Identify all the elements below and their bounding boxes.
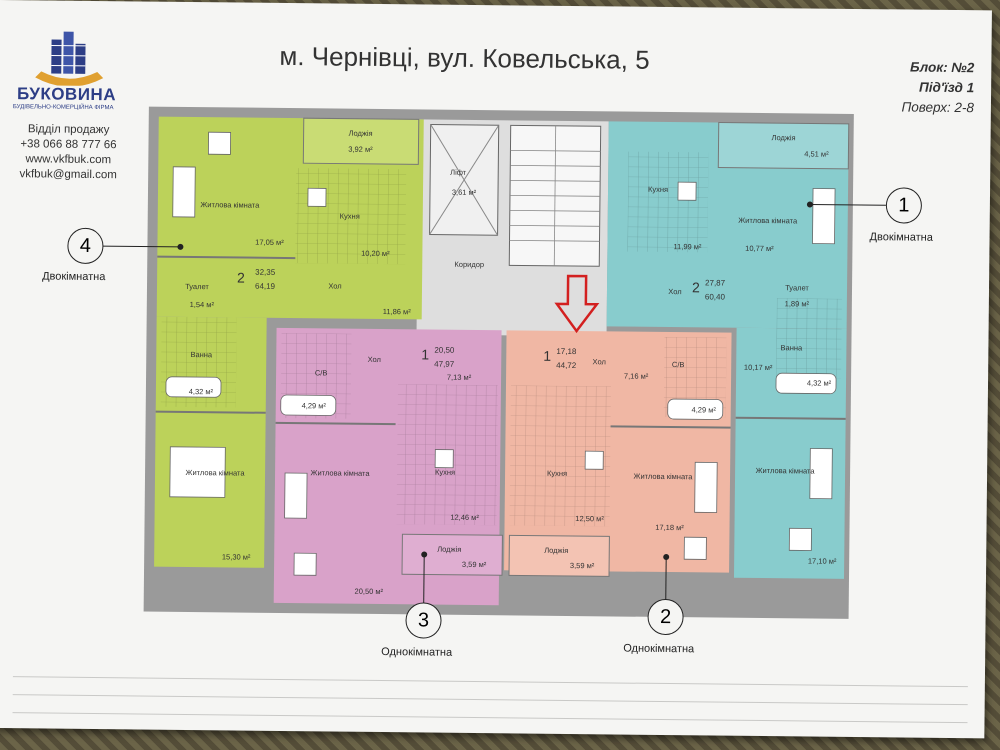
apt2-living-label: Житлова кімната [634,472,694,482]
apt2-hall-area: 7,16 м² [624,372,649,381]
apt1-living2-area: 17,10 м² [808,556,837,565]
apt3-wc-label: С/В [315,368,328,377]
apt4-total-area: 64,19 [255,282,276,291]
apt3-wc-area: 4,29 м² [302,401,327,410]
company-logo [35,31,104,87]
apt4-bath-label: Ванна [190,350,213,359]
apt3-total-area: 47,97 [434,360,455,369]
apt4-kitchen-label: Кухня [340,212,360,221]
apt4-kitchen-area: 10,20 м² [361,249,390,258]
apt3-kitchen-label: Кухня [435,468,455,477]
apartment-2-type: Однокімнатна [623,642,695,656]
apt1-bath-label: Ванна [781,343,804,352]
apt4-loggia-area: 3,92 м² [348,145,373,154]
apartment-3-marker: 3 [405,602,442,639]
apt3-living-total: 20,50 [434,346,455,355]
apt4-toilet-area: 1,54 м² [190,300,215,309]
apt1-living2-label: Житлова кімната [756,466,816,476]
apt3-living-label: Житлова кімната [311,468,371,478]
apt2-living-total: 17,18 [556,347,577,356]
apt3-loggia-label: Лоджія [437,545,461,554]
apt3-loggia-area: 3,59 м² [462,560,487,569]
apt2-rooms: 1 [543,348,551,364]
apartment-1-marker: 1 [885,187,923,224]
apartment-3-type: Однокімнатна [381,646,453,659]
apt4-hall-label: Хол [328,281,341,290]
apartment-4-type: Двокімнатна [42,270,106,284]
apt2-total-area: 44,72 [556,361,577,370]
apt2-wc-area: 4,29 м² [692,405,717,414]
apt1-hall-area: 10,17 м² [744,363,773,372]
apt3-rooms: 1 [421,346,429,362]
lift-area: 3,61 м² [452,188,477,197]
apt1-toilet-label: Туалет [785,283,809,292]
apt4-rooms: 2 [237,269,245,285]
apt4-living2-area: 15,30 м² [222,552,251,561]
apt3-living-area: 20,50 м² [355,587,384,596]
apt4-hall-area: 11,86 м² [383,307,412,316]
apt3-hall-label: Хол [368,355,381,364]
apt4-living1-area: 17,05 м² [255,238,284,247]
apt2-wc-label: С/В [672,360,685,369]
apt2-living-area: 17,18 м² [655,523,684,532]
apt4-living1-label: Житлова кімната [200,200,260,210]
apt4-toilet-label: Туалет [185,282,209,291]
apt2-loggia-area: 3,59 м² [570,561,595,570]
apt1-toilet-area: 1,89 м² [785,299,810,308]
lift-label: Ліфт [450,168,467,177]
apt2-hall-label: Хол [593,357,606,366]
apt4-loggia-label: Лоджія [349,129,373,138]
corridor-label: Коридор [454,260,484,269]
apt1-total-area: 60,40 [705,292,726,301]
apt3-kitchen-area: 12,46 м² [450,513,479,522]
apt1-kitchen-label: Кухня [648,185,668,194]
apt4-living2-label: Житлова кімната [186,468,246,478]
apt3-hall-area: 7,13 м² [447,373,472,382]
apartment-2 [504,330,732,577]
apt2-loggia-label: Лоджія [544,546,568,555]
apt1-hall-label: Хол [668,287,681,296]
apartment-1-type: Двокімнатна [869,231,933,244]
apt1-bath-area: 4,32 м² [807,378,832,387]
apt4-living-total: 32,35 [255,268,276,277]
apt4-bath-area: 4,32 м² [189,387,214,396]
apt1-loggia-label: Лоджія [772,133,796,142]
apartment-4-marker: 4 [67,227,104,265]
apt1-living1-label: Житлова кімната [738,216,798,226]
apt1-living-total: 27,87 [705,278,726,287]
selected-apartment-arrow [554,274,600,334]
apt1-kitchen-area: 11,99 м² [673,242,702,251]
apt2-kitchen-label: Кухня [547,469,567,478]
floor-plan-sheet: БУКОВИНА БУДІВЕЛЬНО-КОМЕРЦІЙНА ФІРМА Від… [0,0,992,739]
floor-plan: Лоджія 3,92 м² Кухня 10,20 м² Житлова кі… [101,106,886,619]
apt1-loggia-area: 4,51 м² [804,149,829,158]
apartment-2-marker: 2 [647,598,684,636]
apt2-kitchen-area: 12,50 м² [575,514,604,523]
apt1-living1-area: 10,77 м² [745,244,774,253]
apt1-rooms: 2 [692,279,700,295]
